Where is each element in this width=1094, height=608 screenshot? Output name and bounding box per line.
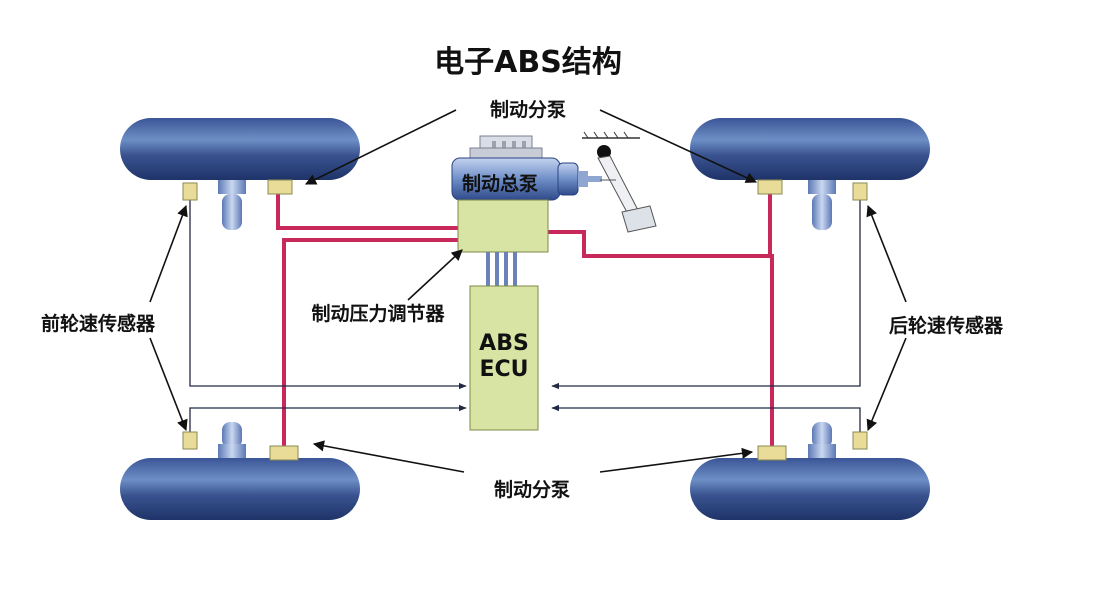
brake-cylinder-top-label: 制动分泵: [490, 98, 566, 121]
ecu-label-line2: ECU: [479, 357, 528, 382]
diagram-title: 电子ABS结构: [434, 45, 622, 80]
rear-left-wheel: [120, 458, 360, 520]
rear-right-wheel: [690, 458, 930, 520]
brake-lines: [276, 192, 774, 448]
master-cylinder: [451, 135, 602, 201]
brake-pressure-regulator: [457, 199, 549, 253]
front-speed-sensor-label: 前轮速传感器: [41, 312, 156, 335]
master-cylinder-label: 制动总泵: [462, 172, 538, 195]
regulator-ecu-connector: [486, 252, 517, 288]
rear-speed-sensor-label: 后轮速传感器: [889, 314, 1004, 337]
rear-right-speed-sensor: [852, 431, 868, 450]
hub-top-left: [218, 180, 246, 230]
pressure-regulator-label: 制动压力调节器: [311, 302, 445, 325]
hub-bottom-right: [808, 422, 836, 458]
speed-sensor-signal-lines: [189, 200, 861, 432]
front-left-speed-sensor: [182, 182, 198, 201]
abs-ecu: [469, 285, 539, 431]
brake-pedal: [582, 131, 657, 233]
front-right-speed-sensor: [852, 182, 868, 201]
front-left-wheel: [120, 118, 360, 180]
brake-cylinder-top-left: [267, 179, 293, 195]
ecu-label-line1: ABS: [479, 331, 529, 356]
brake-cylinder-bottom-right: [757, 445, 787, 461]
brake-cylinder-bottom-label: 制动分泵: [494, 478, 570, 501]
front-right-wheel: [690, 118, 930, 180]
rear-left-speed-sensor: [182, 431, 198, 450]
callout-pointers: [149, 109, 907, 473]
hub-top-right: [808, 180, 836, 230]
brake-cylinder-top-right: [757, 179, 783, 195]
brake-cylinder-bottom-left: [269, 445, 299, 461]
hub-bottom-left: [218, 422, 246, 458]
